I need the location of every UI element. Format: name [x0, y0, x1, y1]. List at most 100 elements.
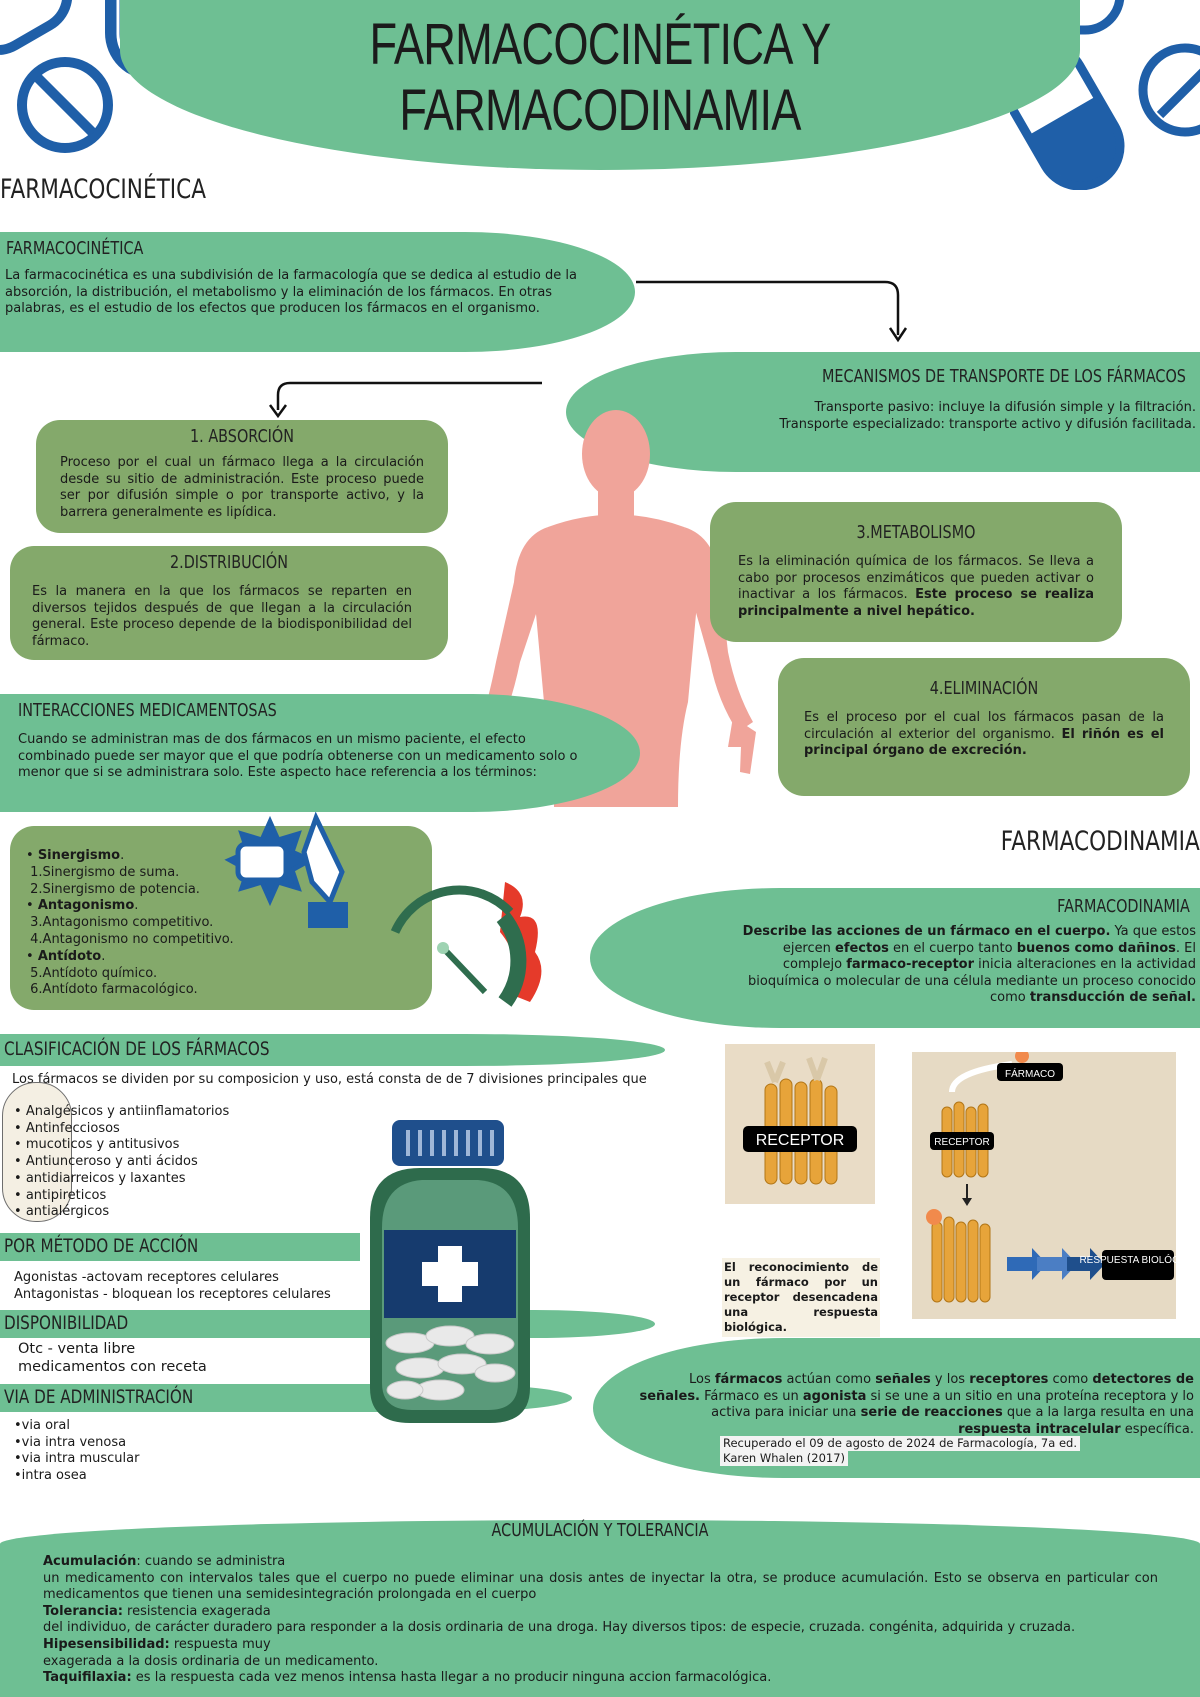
pill-icon — [1138, 43, 1200, 137]
arrow-to-transport — [636, 280, 900, 335]
absorption-heading: 1. ABSORCIÓN — [190, 426, 294, 447]
pd-heading: FARMACODINAMIA — [1057, 896, 1190, 917]
accumulation-text: Acumulación: cuando se administra un med… — [43, 1554, 1158, 1687]
transport-line-1: Transporte pasivo: incluye la difusión s… — [814, 400, 1196, 415]
list-item: •via oral — [14, 1418, 70, 1433]
pk-box: FARMACOCINÉTICA La farmacocinética es un… — [0, 232, 635, 352]
metabolism-heading: 3.METABOLISMO — [856, 522, 976, 543]
list-item: 6.Antídoto farmacológico. — [26, 982, 198, 998]
list-item: • antialérgicos — [14, 1204, 110, 1220]
action-text: Agonistas -actovam receptores celulares … — [14, 1270, 331, 1303]
citation-line-2: Karen Whalen (2017) — [720, 1451, 849, 1466]
receptor-diagram-1: RECEPTOR — [725, 1044, 875, 1204]
action-line-2: Antagonistas - bloquean los receptores c… — [14, 1286, 331, 1302]
list-item-label: Analgésicos y antiinflamatorios — [25, 1104, 230, 1119]
pd-text: Describe las acciones de un fármaco en e… — [726, 924, 1196, 1007]
hypersensitivity-label: Hipesensibilidad: — [43, 1636, 170, 1652]
list-item: • Antídoto. — [26, 948, 106, 964]
page-title: FARMACOCINÉTICA Y FARMACODINAMIA — [304, 12, 897, 144]
availability-line-1: Otc - venta libre — [18, 1341, 136, 1357]
list-item: 3.Antagonismo competitivo. — [26, 915, 214, 931]
absorption-text: Proceso por el cual un fármaco llega a l… — [60, 455, 424, 520]
interactions-heading: INTERACCIONES MEDICAMENTOSAS — [18, 700, 277, 721]
elimination-box: 4.ELIMINACIÓN Es el proceso por el cual … — [778, 658, 1190, 796]
respuesta-label: RESPUESTA BIOLÓGICA — [1079, 1253, 1176, 1266]
pd-text-part: transducción de señal. — [1029, 990, 1196, 1005]
citation-line-1: Recuperado el 09 de agosto de 2024 de Fa… — [720, 1436, 1080, 1451]
availability-text: Otc - venta libre medicamentos con recet… — [18, 1340, 207, 1376]
term-item: Sinergismo de potencia. — [42, 881, 200, 897]
distribution-heading: 2.DISTRIBUCIÓN — [169, 552, 289, 573]
arrowhead-icon — [268, 404, 288, 419]
list-item: • antipireticos — [14, 1187, 107, 1203]
transport-line-2: Transporte especializado: transporte act… — [779, 416, 1196, 432]
accumulation-label: Acumulación — [43, 1554, 137, 1569]
no-drugs-icon — [17, 57, 113, 153]
action-line-1: Agonistas -actovam receptores celulares — [14, 1270, 279, 1285]
classification-heading: CLASIFICACIÓN DE LOS FÁRMACOS — [4, 1038, 270, 1060]
pd-text-part: en el cuerpo tanto — [888, 940, 1017, 956]
pd-text-part: buenos como dañinos — [1016, 940, 1176, 956]
pk-text: La farmacocinética es una subdivisión de… — [5, 268, 577, 316]
title-line-2: FARMACODINAMIA — [399, 78, 801, 143]
term-antagonismo: Antagonismo — [37, 898, 135, 914]
hypersensitivity-line: Hipesensibilidad: respuesta muy — [43, 1637, 1158, 1654]
classification-heading-bar: CLASIFICACIÓN DE LOS FÁRMACOS — [0, 1034, 665, 1066]
interactions-box: INTERACCIONES MEDICAMENTOSAS Cuando se a… — [0, 694, 640, 812]
tolerance-text-part: resistencia exagerada — [122, 1603, 271, 1619]
signals-text-part: señales — [875, 1372, 931, 1387]
signals-text-part: Los — [688, 1372, 715, 1387]
transport-heading: MECANISMOS DE TRANSPORTE DE LOS FÁRMACOS — [822, 366, 1186, 387]
respuesta-label-text: RESPUESTA BIOLÓGICA — [1079, 1253, 1176, 1266]
availability-heading-bar: DISPONIBILIDAD — [0, 1310, 655, 1338]
citation: Recuperado el 09 de agosto de 2024 de Fa… — [720, 1436, 1080, 1466]
term-item: Antagonismo no competitivo. — [42, 931, 234, 947]
transport-box: MECANISMOS DE TRANSPORTE DE LOS FÁRMACOS… — [566, 352, 1200, 472]
list-item: • Analgésicos y antiinflamatorios — [14, 1104, 230, 1119]
action-heading: POR MÉTODO DE ACCIÓN — [4, 1235, 199, 1257]
list-item: •via intra muscular — [14, 1451, 140, 1467]
accumulation-box: ACUMULACIÓN Y TOLERANCIA Acumulación: cu… — [0, 1520, 1200, 1697]
list-item-label: Antiunceroso y anti ácidos — [25, 1154, 198, 1170]
elimination-text-bold: El riñón es el principal órgano de excre… — [804, 726, 1164, 759]
signals-text-part: fármacos — [714, 1372, 783, 1387]
list-item-label: antialérgicos — [25, 1204, 110, 1220]
availability-heading: DISPONIBILIDAD — [4, 1312, 129, 1334]
list-item: • antidiarreicos y laxantes — [14, 1170, 186, 1186]
elimination-text: Es el proceso por el cual los fármacos p… — [804, 710, 1164, 760]
distribution-text: Es la manera en la que los fármacos se r… — [32, 584, 412, 649]
metabolism-text: Es la eliminación química de los fármaco… — [738, 554, 1094, 620]
list-item: • mucoticos y antitusivos — [14, 1137, 180, 1153]
distribution-box: 2.DISTRIBUCIÓN Es la manera en la que lo… — [10, 546, 448, 660]
signals-text-part: si se une a un sitio en una proteína rec… — [711, 1388, 1194, 1421]
signals-text-part: detectores de señales. — [639, 1372, 1194, 1404]
interactions-text: Cuando se administran mas de dos fármaco… — [18, 732, 578, 780]
list-item-label: mucoticos y antitusivos — [25, 1137, 180, 1153]
pill-icon — [0, 0, 73, 55]
list-item: •intra osea — [14, 1467, 87, 1483]
signals-text-part: agonista — [802, 1388, 867, 1404]
recognition-caption: El reconocimiento de un fármaco por un r… — [722, 1258, 880, 1337]
term-sinergismo: Sinergismo — [37, 848, 121, 863]
pd-text-part: farmaco-receptor — [846, 957, 975, 972]
elimination-text-plain: Es el proceso por el cual los fármacos p… — [804, 710, 1164, 742]
title-line-1: FARMACOCINÉTICA Y — [369, 12, 831, 77]
signals-text-part: específica. — [1120, 1421, 1194, 1437]
pd-text-part: inicia alteraciones en la actividad bioq… — [748, 957, 1196, 1005]
fist-versus-hand-icon — [224, 812, 348, 928]
absorption-box: 1. ABSORCIÓN Proceso por el cual un fárm… — [36, 420, 448, 533]
list-item: 4.Antagonismo no competitivo. — [26, 931, 234, 947]
medicine-bottle-icon — [370, 1120, 530, 1423]
arrowhead-icon — [888, 327, 908, 343]
list-item: •via intra venosa — [14, 1434, 127, 1450]
section-heading-pd: FARMACODINAMIA — [1000, 826, 1200, 857]
term-antidoto: Antídoto — [37, 948, 102, 964]
accumulation-heading: ACUMULACIÓN Y TOLERANCIA — [491, 1520, 709, 1541]
route-heading: VIA DE ADMINISTRACIÓN — [4, 1386, 194, 1408]
pd-text-part: Describe las acciones de un fármaco en e… — [742, 924, 1111, 939]
signals-text-part: y los — [930, 1372, 970, 1387]
list-item: 1.Sinergismo de suma. — [26, 864, 180, 880]
term-item: Sinergismo de suma. — [42, 864, 180, 880]
signals-text-part: como — [1048, 1372, 1093, 1387]
tolerance-text-part: del individuo, de carácter duradero para… — [43, 1620, 1076, 1636]
